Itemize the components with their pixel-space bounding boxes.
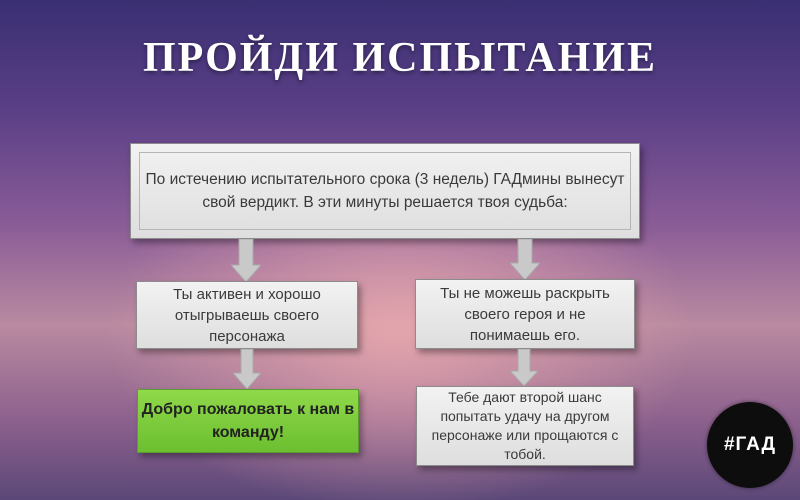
gad-logo-text: #ГАД (723, 434, 777, 455)
active-player-text: Ты активен и хорошо отыгрываешь своего п… (173, 285, 321, 345)
arrow-down-left-1 (231, 239, 261, 282)
inactive-player-box: Ты не можешь раскрыть своего героя и не … (415, 279, 635, 349)
active-player-box: Ты активен и хорошо отыгрываешь своего п… (136, 281, 358, 349)
welcome-box: Добро пожаловать к нам в команду! (137, 389, 359, 453)
verdict-text: По истечению испытательного срока (3 нед… (145, 171, 625, 211)
second-chance-text: Тебе дают второй шанс попытать удачу на … (431, 389, 619, 462)
verdict-box: По истечению испытательного срока (3 нед… (130, 143, 640, 239)
verdict-box-inner-border (139, 152, 631, 230)
arrow-down-right-2 (510, 349, 538, 386)
gad-logo-badge: #ГАД (707, 402, 793, 488)
inactive-player-text: Ты не можешь раскрыть своего героя и не … (440, 284, 610, 344)
slide-title: ПРОЙДИ ИСПЫТАНИЕ (143, 35, 657, 81)
arrow-down-left-2 (233, 349, 261, 389)
second-chance-box: Тебе дают второй шанс попытать удачу на … (416, 386, 634, 466)
arrow-down-right-1 (510, 239, 540, 280)
welcome-text: Добро пожаловать к нам в команду! (141, 401, 355, 441)
